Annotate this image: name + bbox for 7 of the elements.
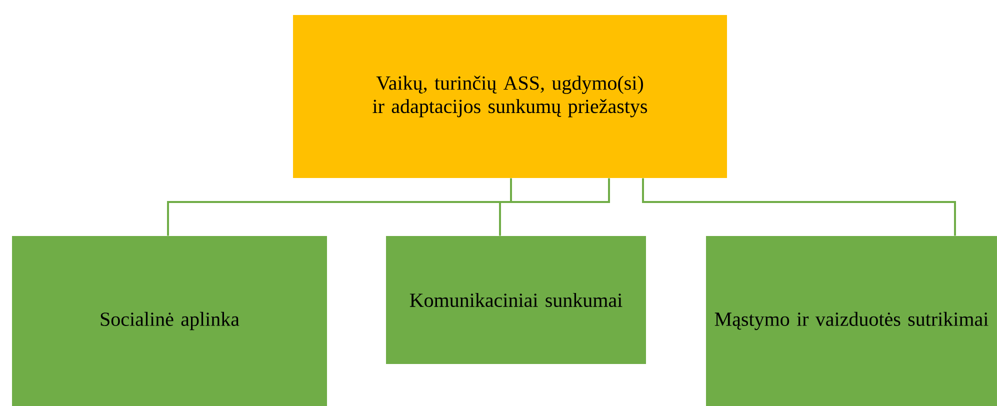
cause-box: Komunikaciniai sunkumai [386, 236, 646, 364]
cause-box: Mąstymo ir vaizduotės sutrikimai [706, 236, 997, 406]
connector [499, 178, 610, 236]
connector [642, 178, 956, 236]
main-box: Vaikų, turinčių ASS, ugdymo(si) ir adaptacijos sunkumų priežastys [293, 15, 727, 178]
connector [167, 178, 512, 236]
cause-box: Socialinė aplinka [12, 236, 327, 406]
